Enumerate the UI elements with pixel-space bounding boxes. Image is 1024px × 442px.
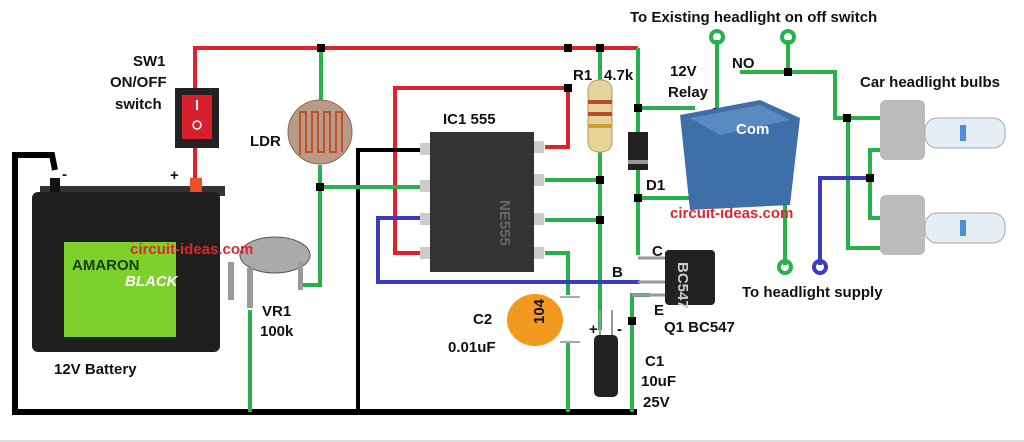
vr1-ref-label: VR1 [262, 303, 291, 320]
r1-ref-label: R1 [573, 67, 592, 84]
c1-capacitor [594, 310, 618, 397]
battery-brand: AMARON [72, 257, 140, 274]
battery-negative-terminal [50, 178, 60, 192]
existing-switch-terminal-1 [709, 29, 725, 45]
c1-plus-label: + [589, 321, 598, 338]
r1-value-label: 4.7k [604, 67, 634, 84]
watermark-battery: circuit-ideas.com [130, 241, 253, 258]
relay-voltage-label: 12V [670, 63, 697, 80]
q1-label: Q1 BC547 [664, 319, 735, 336]
supply-wires [376, 176, 870, 284]
c1-voltage-label: 25V [643, 394, 670, 411]
switch-word-label: switch [115, 96, 162, 113]
ldr-component [287, 99, 353, 165]
r1-resistor [587, 79, 613, 153]
q1-transistor: BC547 [632, 250, 715, 309]
switch-type-label: ON/OFF [110, 74, 167, 91]
watermark-relay: circuit-ideas.com [670, 205, 793, 222]
battery-plus-label: + [170, 167, 179, 184]
q1-marking: BC547 [674, 262, 691, 309]
ldr-label: LDR [250, 133, 281, 150]
q1-collector-label: C [652, 243, 663, 260]
vr1-potentiometer [228, 236, 311, 308]
c2-value-label: 0.01uF [448, 339, 496, 356]
existing-switch-label: To Existing headlight on off switch [630, 9, 877, 26]
battery-positive-terminal [190, 178, 202, 192]
vr1-value-label: 100k [260, 323, 294, 340]
relay: Com [680, 100, 800, 210]
relay-word-label: Relay [668, 84, 709, 101]
headlight-bulb-1 [880, 100, 1006, 160]
c1-value-label: 10uF [641, 373, 676, 390]
supply-terminal-com [777, 259, 793, 275]
c2-capacitor: 104 [507, 294, 580, 346]
c1-minus-label: - [617, 321, 622, 338]
c2-ref-label: C2 [473, 311, 492, 328]
q1-emitter-label: E [654, 302, 664, 319]
on-off-switch [175, 88, 219, 148]
signal-wires [248, 40, 880, 412]
relay-com-label: Com [736, 121, 769, 138]
terminals [709, 29, 828, 275]
battery: AMARON BLACK [32, 178, 225, 352]
c1-ref-label: C1 [645, 353, 664, 370]
ground-wires [12, 148, 637, 415]
d1-diode [628, 132, 648, 170]
positive-wires [193, 46, 638, 255]
headlight-bulb-2 [880, 195, 1006, 255]
supply-terminal-bulbs [812, 259, 828, 275]
ic-label: IC1 555 [443, 111, 496, 128]
ic1-555: NE555 [420, 132, 544, 272]
existing-switch-terminal-2 [780, 29, 796, 45]
headlight-supply-label: To headlight supply [742, 284, 883, 301]
ic-marking: NE555 [496, 200, 513, 246]
q1-base-label: B [612, 264, 623, 281]
d1-label: D1 [646, 177, 665, 194]
relay-no-label: NO [732, 55, 755, 72]
battery-minus-label: - [62, 166, 67, 183]
switch-ref-label: SW1 [133, 53, 166, 70]
bulbs-label: Car headlight bulbs [860, 74, 1000, 91]
battery-series: BLACK [125, 273, 179, 290]
c2-code: 104 [531, 298, 548, 324]
battery-label: 12V Battery [54, 361, 137, 378]
